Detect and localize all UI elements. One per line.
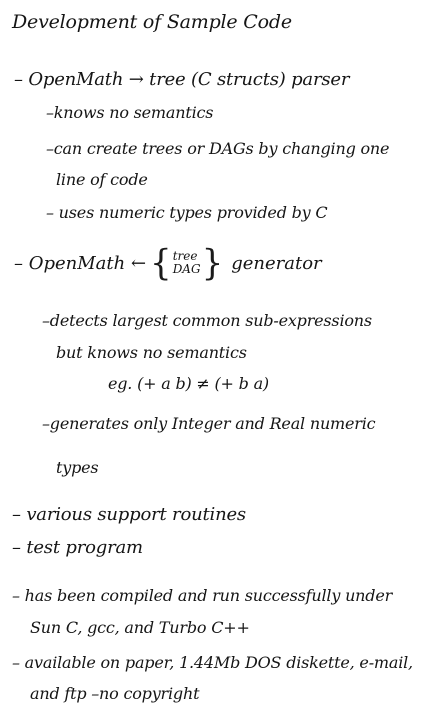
parser-item-trees: –can create trees or DAGs by changing on…	[46, 139, 390, 158]
left-brace-icon: {	[150, 242, 172, 284]
tree-dag-stack: tree DAG	[173, 250, 201, 276]
generator-heading: – OpenMath ← { tree DAG } generator	[14, 242, 322, 284]
generator-item-subexpr: –detects largest common sub-expressions	[42, 311, 372, 330]
generator-heading-suffix: generator	[231, 252, 322, 274]
misc-test: – test program	[12, 537, 143, 558]
generator-item-numeric-cont: types	[56, 458, 99, 477]
misc-routines: – various support routines	[12, 504, 246, 525]
stack-dag: DAG	[172, 262, 201, 276]
misc-available-line2: and ftp –no copyright	[30, 684, 200, 703]
misc-compiled-line2: Sun C, gcc, and Turbo C++	[30, 618, 250, 637]
parser-item-numeric: – uses numeric types provided by C	[46, 203, 328, 222]
stack-tree: tree	[172, 249, 198, 263]
page-title: Development of Sample Code	[12, 11, 292, 33]
parser-item-trees-cont: line of code	[56, 170, 148, 189]
misc-compiled-line1: – has been compiled and run successfully…	[12, 586, 393, 605]
generator-item-example: eg. (+ a b) ≠ (+ b a)	[108, 374, 269, 393]
generator-item-subexpr-cont: but knows no semantics	[56, 343, 247, 362]
generator-heading-label: – OpenMath ←	[14, 252, 147, 274]
generator-item-numeric: –generates only Integer and Real numeric	[42, 414, 376, 433]
right-brace-icon: }	[201, 242, 224, 284]
misc-available-line1: – available on paper, 1.44Mb DOS diskett…	[12, 653, 413, 672]
parser-heading: – OpenMath → tree (C structs) parser	[14, 69, 350, 90]
parser-item-semantics: –knows no semantics	[46, 103, 214, 122]
